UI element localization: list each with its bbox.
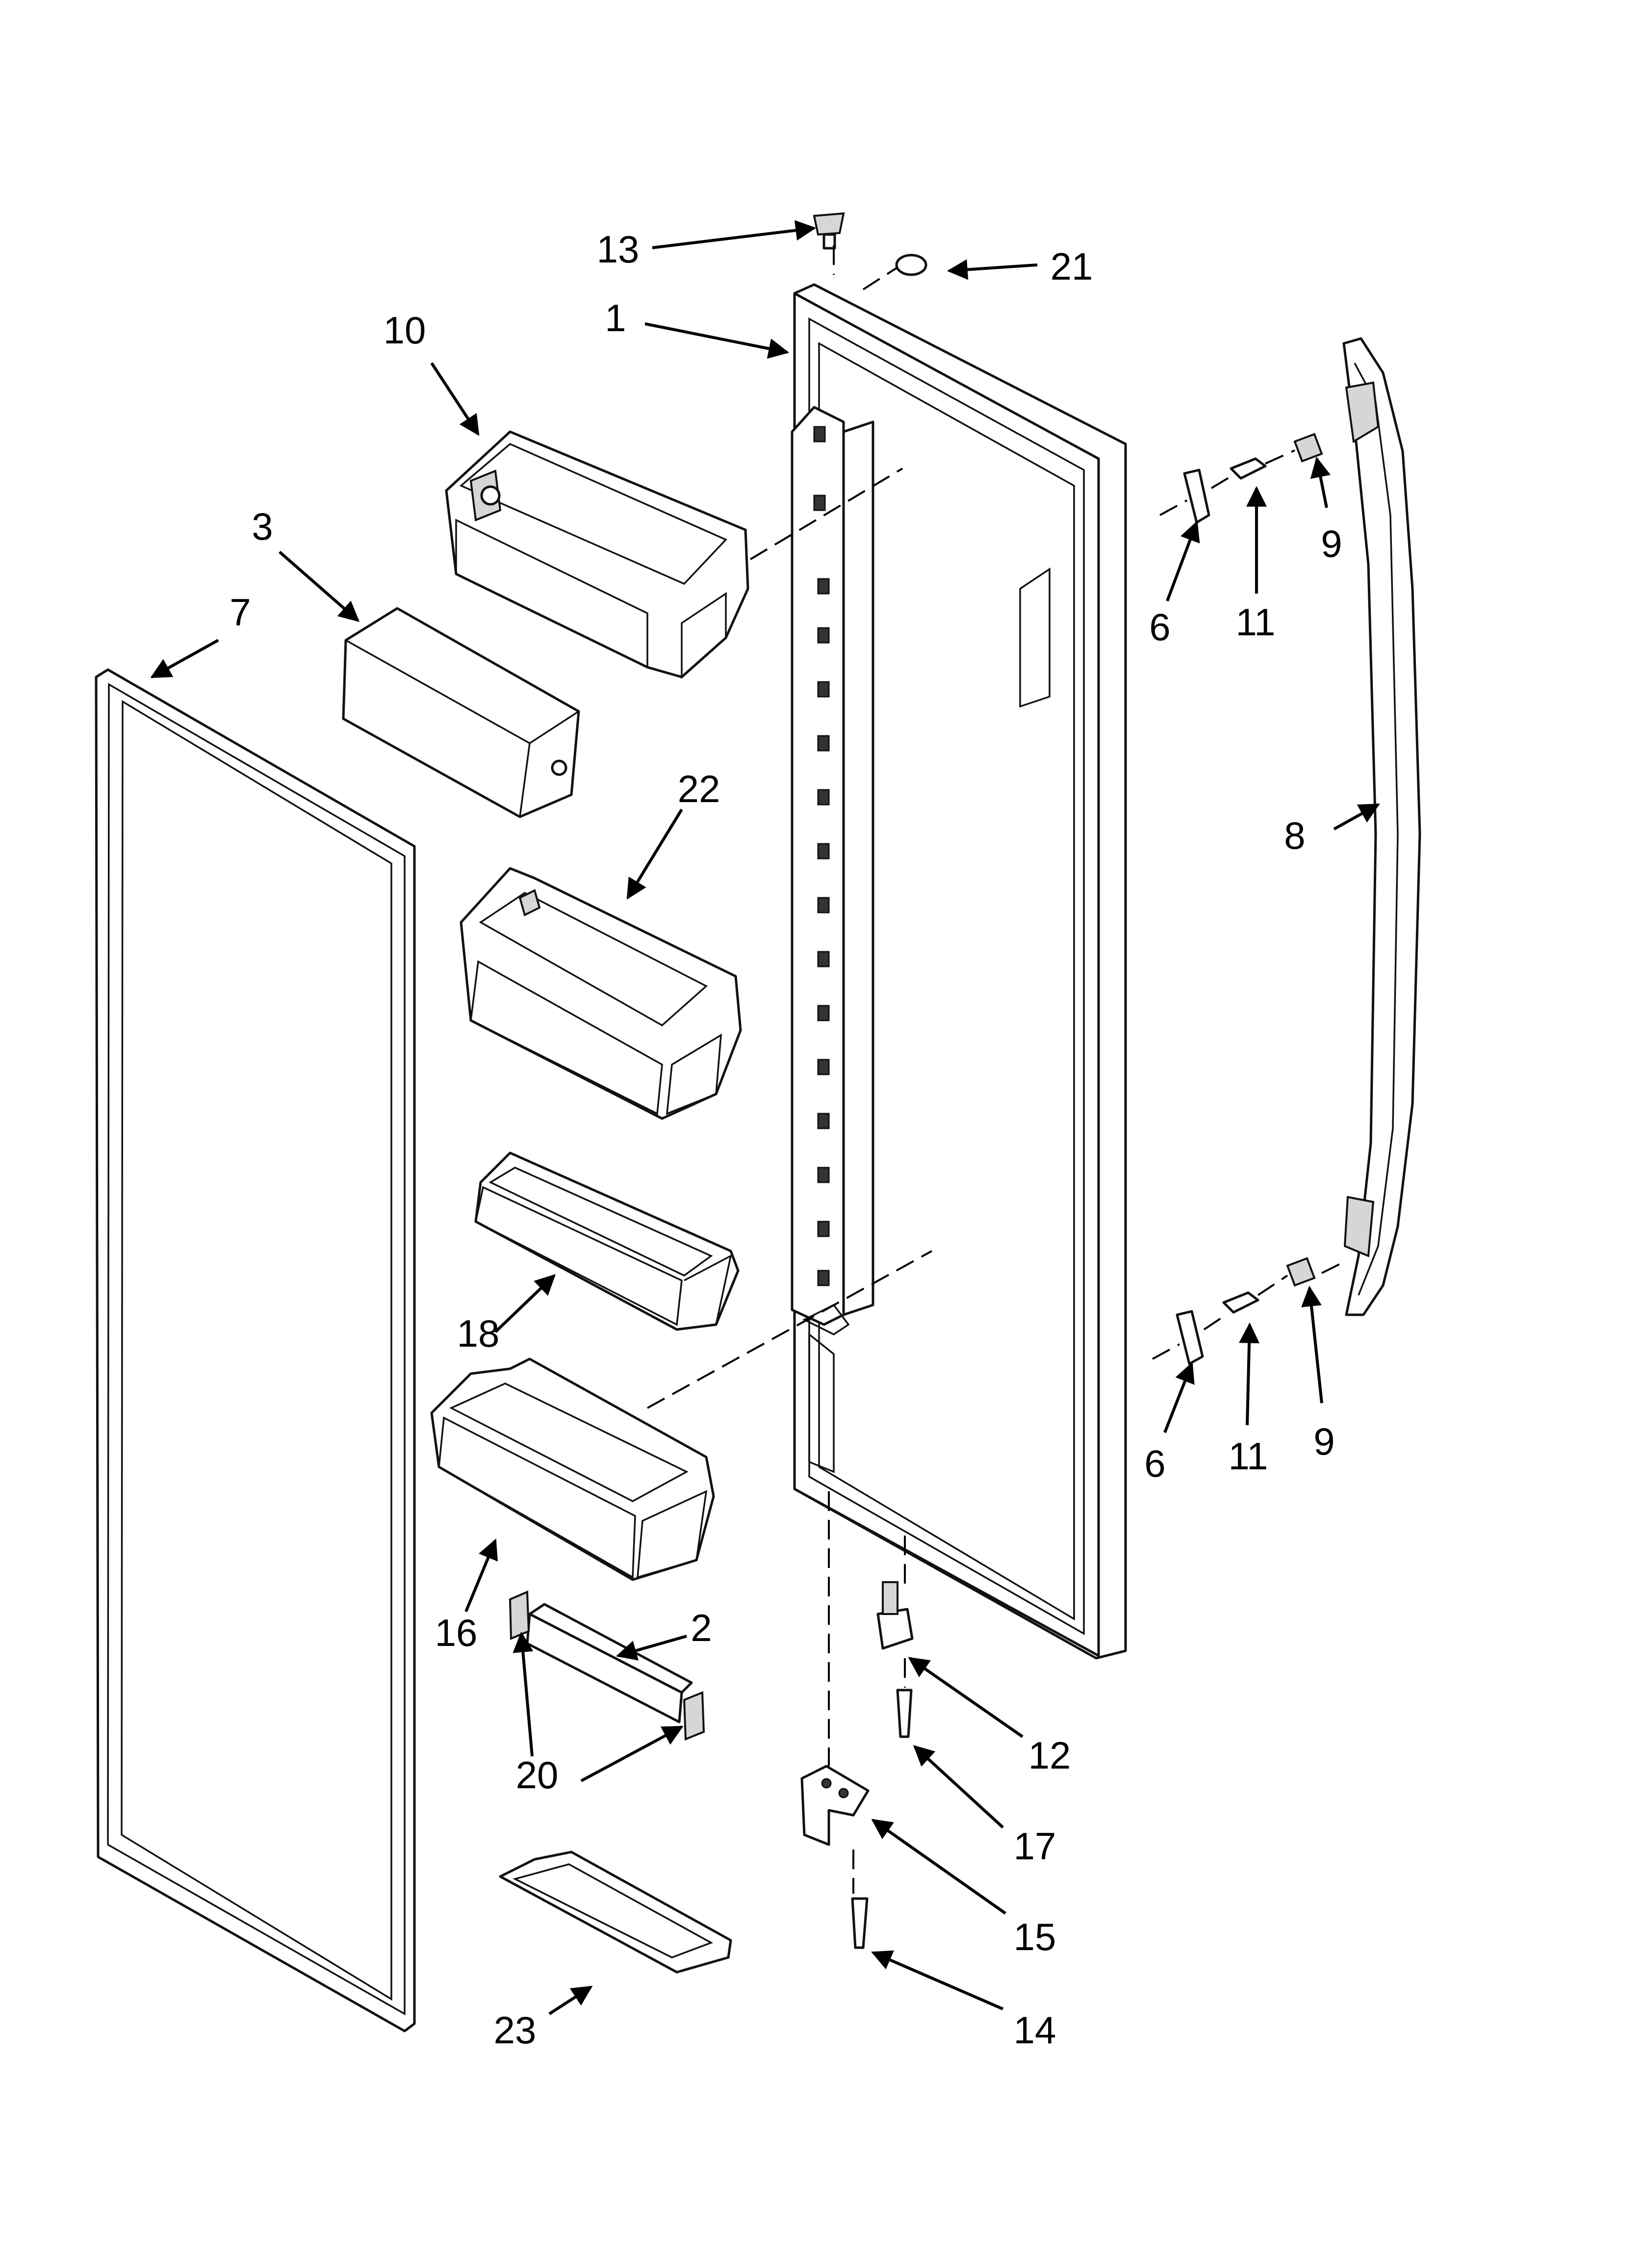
callout-9-lower: 9 [1313, 1420, 1334, 1463]
handle-stud-lower-part [1286, 1257, 1316, 1287]
callout-8: 8 [1284, 814, 1305, 857]
callout-22: 22 [678, 767, 720, 810]
retainer-end-cap-right-part [683, 1691, 705, 1741]
handle-stud-upper-part [1293, 433, 1323, 463]
callout-18: 18 [457, 1312, 500, 1355]
callout-23: 23 [494, 2008, 537, 2052]
top-hinge-bushing-part [813, 212, 845, 250]
leader-lines [150, 220, 1380, 2015]
bin-retainer-part [526, 1603, 693, 1723]
bin-tray-part [499, 1851, 732, 1974]
callout-11-upper: 11 [1236, 600, 1276, 644]
callout-20: 20 [516, 1753, 559, 1797]
door-liner-part [791, 283, 1127, 1660]
callout-2: 2 [691, 1606, 712, 1649]
callout-7: 7 [230, 591, 251, 634]
callout-17: 17 [1014, 1825, 1056, 1868]
callout-1: 1 [605, 296, 626, 339]
callout-6-lower: 6 [1144, 1442, 1165, 1485]
hinge-screw-upper-part [896, 1689, 913, 1738]
callout-13: 13 [597, 228, 640, 271]
callout-16: 16 [435, 1611, 478, 1654]
door-bin-22-part [460, 867, 742, 1120]
handle-screw-upper-part [1230, 457, 1267, 480]
door-gasket-part [95, 668, 416, 2033]
bottom-hinge-pin-part [876, 1581, 914, 1650]
door-bin-16-part [430, 1357, 715, 1581]
callout-6-upper: 6 [1149, 605, 1170, 649]
callout-14: 14 [1014, 2008, 1056, 2052]
handle-screw-lower-part [1222, 1291, 1259, 1314]
callout-11-lower: 11 [1229, 1434, 1268, 1478]
callout-12: 12 [1028, 1734, 1071, 1777]
dairy-door-part [342, 607, 580, 818]
door-handle-part [1342, 337, 1421, 1316]
shelf-rail-slots [813, 426, 830, 1286]
hinge-screw-lower-part [851, 1897, 869, 1949]
handle-clip-upper-part [1183, 469, 1210, 524]
dairy-compartment-part [445, 430, 749, 679]
door-bin-18-part [474, 1151, 740, 1331]
callout-3: 3 [252, 505, 273, 548]
callout-21: 21 [1051, 245, 1093, 288]
bottom-hinge-bracket-part [800, 1765, 870, 1846]
callout-9-upper: 9 [1321, 522, 1342, 565]
hole-plug-part [895, 254, 927, 276]
callout-15: 15 [1014, 1915, 1056, 1958]
retainer-end-cap-left-part [509, 1590, 530, 1640]
alignment-lines [647, 245, 1347, 1894]
callout-labels: 1 2 3 6 6 7 8 9 9 10 11 11 12 13 14 15 1… [230, 228, 1342, 2052]
handle-clip-lower-part [1176, 1310, 1204, 1365]
callout-10: 10 [384, 309, 426, 352]
